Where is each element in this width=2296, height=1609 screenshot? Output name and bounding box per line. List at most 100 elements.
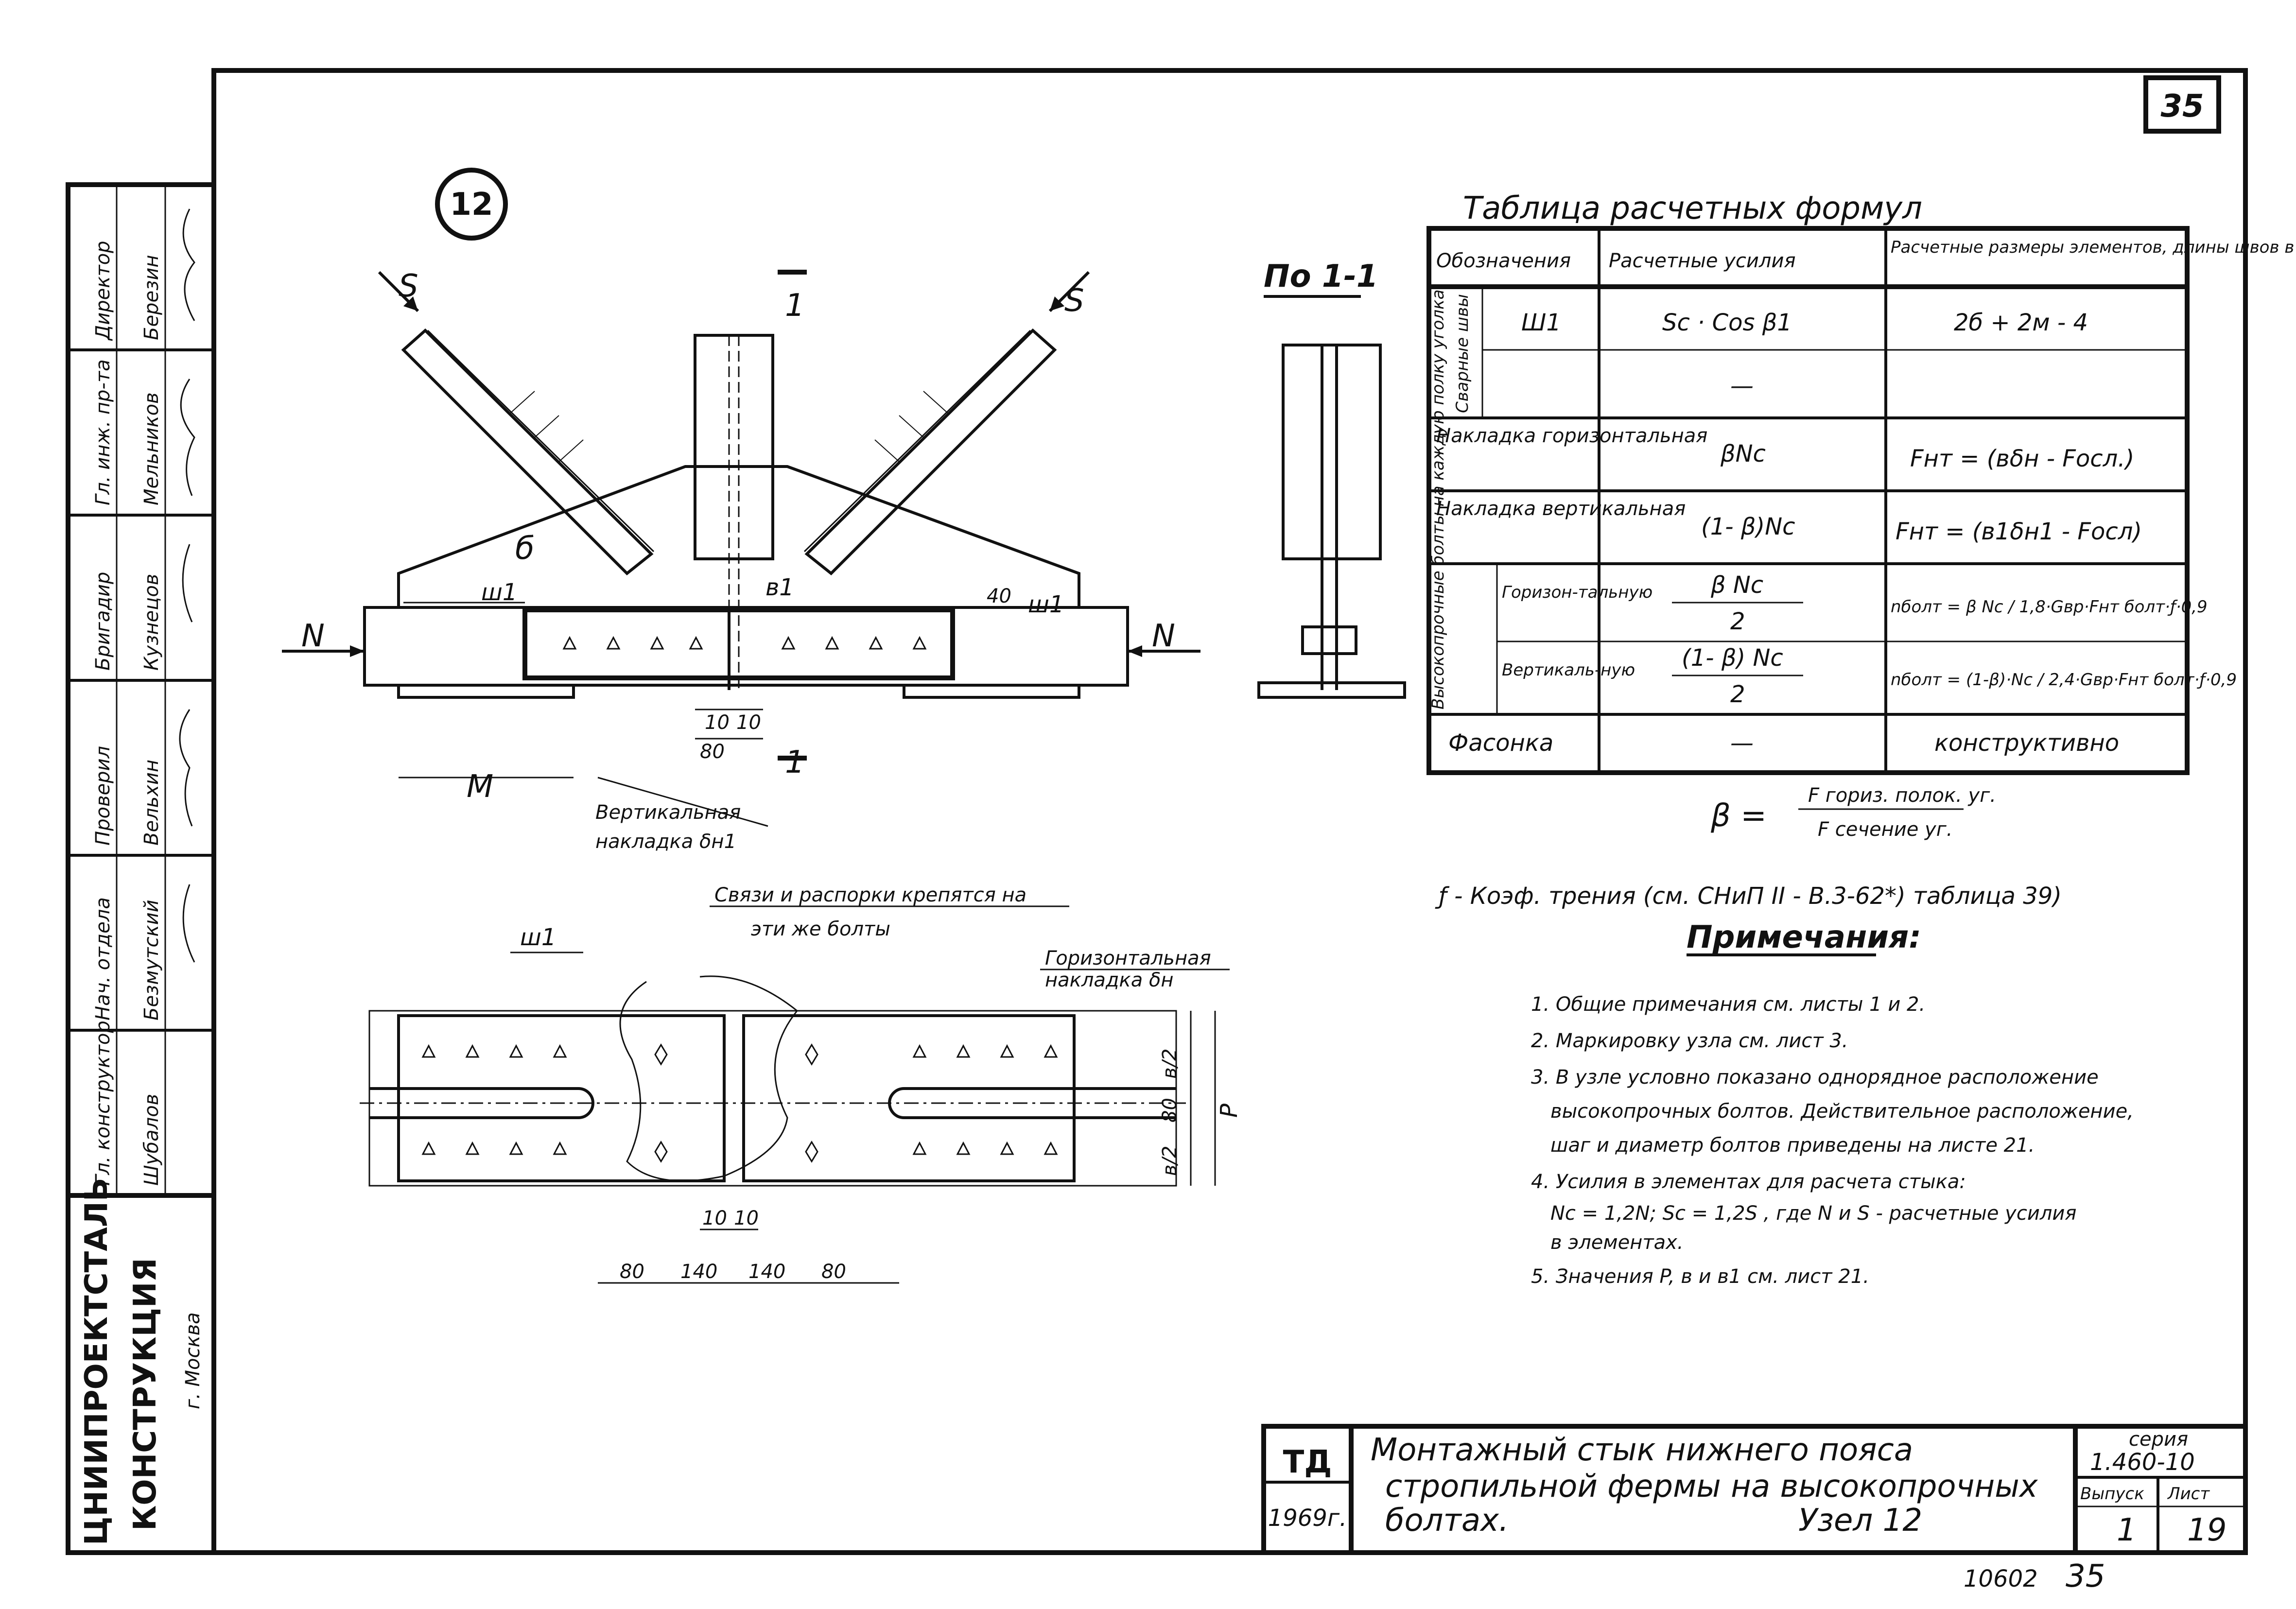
label-w1-right: ш1: [1028, 591, 1064, 618]
label-b1: в1: [765, 574, 794, 601]
note-3c: шаг и диаметр болтов приведены на листе …: [1550, 1134, 2035, 1157]
name-3: Шубалов: [140, 1094, 163, 1186]
friction-note: ƒ - Коэф. трения (см. СНиП II - В.3-62*)…: [1435, 882, 2062, 910]
row-6-force: —: [1730, 729, 1754, 757]
title-node: Узел 12: [1798, 1503, 1922, 1539]
org-name-1: ЦНИИПРОЕКТСТАЛЬ: [79, 1177, 115, 1545]
label-ties-1: Связи и распорки крепятся на: [714, 884, 1026, 906]
title-line-1: Монтажный стык нижнего пояса: [1371, 1432, 1913, 1468]
side-stamp-frame: [66, 182, 216, 1555]
title-year: 1969г.: [1268, 1505, 1347, 1532]
beta-denominator: F сечение уг.: [1818, 818, 1952, 841]
footer-page: 35: [2066, 1558, 2105, 1594]
row-6-size: конструктивно: [1934, 729, 2119, 757]
label-s-right: S: [1064, 283, 1084, 319]
header-designation: Обозначения: [1436, 250, 1571, 272]
note-1: 1. Общие примечания см. листы 1 и 2.: [1531, 993, 1925, 1016]
signature-4: [179, 709, 193, 827]
row-4-force-den: 2: [1730, 608, 1745, 635]
note-4c: в элементах.: [1550, 1231, 1684, 1254]
bolt-rows-plan: [421, 1043, 1058, 1163]
row-4-name: Горизон-тальную: [1502, 583, 1652, 602]
name-0: Мельников: [140, 392, 163, 505]
section-label: По 1-1: [1264, 259, 1378, 294]
label-dim-80: 80: [700, 741, 725, 763]
note-2: 2. Маркировку узла см. лист 3.: [1531, 1030, 1848, 1052]
horizontal-plate-right: [742, 1014, 1076, 1182]
label-plan-b2-bottom: в/2: [1159, 1146, 1181, 1176]
role-1: Гл. инж. пр-та: [92, 359, 114, 505]
footer-code: 10602: [1964, 1565, 2038, 1592]
label-plan-10a: 10: [702, 1207, 727, 1229]
label-plan-10b: 10: [734, 1207, 759, 1229]
org-city: г. Москва: [182, 1312, 204, 1409]
note-3b: высокопрочных болтов. Действительное рас…: [1550, 1100, 2134, 1123]
row-5-force-den: 2: [1730, 681, 1745, 708]
left-diagonal: [401, 328, 655, 576]
vertical-post: [694, 334, 774, 560]
right-diagonal: [803, 328, 1057, 576]
header-forces: Расчетные усилия: [1609, 250, 1796, 272]
label-dim-10b: 10: [736, 711, 761, 734]
label-s-left: S: [399, 268, 418, 304]
label-vertical-plate-2: накладка δн1: [595, 830, 736, 853]
issue-label: Выпуск: [2080, 1484, 2144, 1504]
note-4b: Nc = 1,2N; Sc = 1,2S , где N и S - расче…: [1550, 1202, 2076, 1225]
row-6-name: Фасонка: [1448, 729, 1553, 757]
row-5-size: nболт = (1-β)·Nc / 2,4·Gвр·Fнт болт·ƒ·0,…: [1891, 670, 2237, 690]
table-title: Таблица расчетных формул: [1463, 190, 1922, 226]
org-name-2: КОНСТРУКЦИЯ: [127, 1258, 163, 1531]
label-w1-left: ш1: [481, 579, 517, 606]
row-4-size: nболт = β Nc / 1,8·Gвр·Fнт болт·ƒ·0,9: [1891, 597, 2208, 617]
bolt-row-elevation: [562, 636, 927, 650]
node-number-circle: [435, 168, 508, 241]
beta-formula: β = F гориз. полок. уг. F сечение уг.: [1710, 784, 1996, 841]
notes: Примечания: 1. Общие примечания см. лист…: [1531, 919, 2134, 1288]
label-n-left: N: [301, 618, 325, 654]
label-ties-2: эти же болты: [751, 918, 890, 940]
name-6: Вельхин: [140, 760, 163, 846]
beta-lhs: β =: [1710, 798, 1767, 834]
label-vertical-plate-1: Вертикальная: [595, 801, 741, 824]
group-bolts: Высокопрочные болты на каждую полку угол…: [1428, 289, 1448, 709]
name-2: Безмутский: [140, 900, 163, 1021]
row-4-force-num: β Nc: [1710, 571, 1763, 599]
label-plan-80: 80: [1159, 1098, 1181, 1123]
signature-1: [182, 208, 195, 321]
series-value: 1.460-10: [2090, 1449, 2195, 1476]
node-number: 12: [450, 187, 493, 223]
title-line-3: болтах.: [1385, 1503, 1509, 1539]
group-welds: Сварные швы: [1453, 294, 1472, 413]
sheet-number-box: [2143, 75, 2221, 134]
note-4: 4. Усилия в элементах для расчета стыка:: [1531, 1171, 1966, 1193]
role-3: Гл. конструктор: [92, 1021, 114, 1186]
signature-2: [180, 379, 195, 496]
vertical-splice-plate: [522, 607, 955, 680]
label-plan-p: P: [1216, 1104, 1243, 1118]
label-w1-plan: ш1: [520, 924, 556, 951]
label-n-right: N: [1152, 618, 1175, 654]
role-0: Директор: [92, 241, 114, 341]
label-hor-plate-2: накладка δн: [1045, 969, 1174, 991]
row-2-size: Fнт = (вδн - Fосл.): [1910, 445, 2134, 472]
signature-3: [182, 544, 193, 623]
row-5-name: Вертикаль-ную: [1502, 660, 1635, 680]
formula-table: Таблица расчетных формул Обозначения Рас…: [1426, 190, 2296, 775]
role-2: Нач. отдела: [92, 897, 114, 1021]
label-plan-b2-top: в/2: [1159, 1049, 1181, 1079]
title-td: ТД: [1283, 1444, 1332, 1480]
sheet-label: Лист: [2167, 1484, 2210, 1504]
label-dim-40: 40: [987, 585, 1011, 607]
signature-5: [182, 884, 195, 963]
name-7: Березин: [140, 255, 163, 340]
row-3-force: (1- β)Nc: [1701, 513, 1795, 540]
label-plan-dim-140a: 140: [680, 1261, 717, 1283]
label-plan-dim-80b: 80: [821, 1261, 846, 1283]
note-3: 3. В узле условно показано однорядное ра…: [1531, 1066, 2099, 1089]
side-stamp: Гл. инж. пр-та Директор Бригадир Провери…: [68, 185, 214, 1545]
label-plan-dim-80a: 80: [620, 1261, 644, 1283]
row-0-size: 2б + 2м - 4: [1954, 309, 2088, 336]
header-sizes: Расчетные размеры элементов, длины швов …: [1891, 238, 2296, 257]
